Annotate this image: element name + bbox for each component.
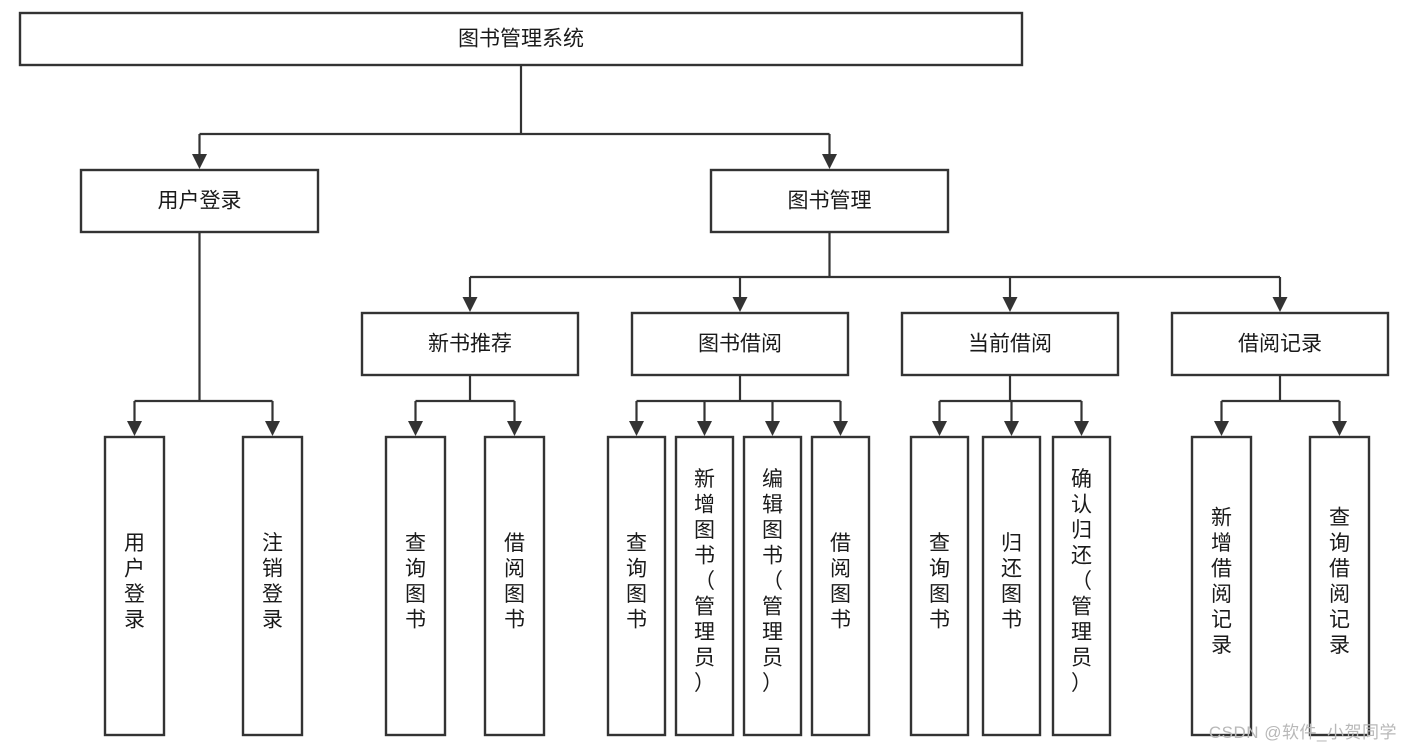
node-leaf-query-borrow-record[interactable]: 查询借阅记录	[1308, 435, 1371, 737]
arrow-head-user-login-0	[127, 421, 142, 436]
node-box-leaf-query-book-3	[909, 435, 970, 737]
node-leaf-query-book-1[interactable]: 查询图书	[384, 435, 447, 737]
node-borrow-records[interactable]: 借阅记录	[1170, 311, 1390, 377]
node-root[interactable]: 图书管理系统	[18, 11, 1024, 67]
node-leaf-borrow-book-2[interactable]: 借阅图书	[810, 435, 871, 737]
arrow-head-new-book-recommend-1	[507, 421, 522, 436]
node-label-leaf-edit-book-admin: 编辑图书（管理员）	[762, 468, 783, 695]
node-leaf-user-logout[interactable]: 注销登录	[241, 435, 304, 737]
node-label-borrow-records: 借阅记录	[1238, 333, 1322, 356]
arrow-head-book-borrow-0	[629, 421, 644, 436]
node-book-management[interactable]: 图书管理	[709, 168, 950, 234]
arrow-head-new-book-recommend-0	[408, 421, 423, 436]
arrow-head-book-borrow-2	[765, 421, 780, 436]
node-label-leaf-user-login: 用户登录	[124, 532, 145, 632]
node-label-leaf-query-book-3: 查询图书	[929, 532, 950, 632]
arrow-head-book-borrow-1	[697, 421, 712, 436]
node-label-leaf-query-book-2: 查询图书	[626, 532, 647, 632]
node-leaf-edit-book-admin[interactable]: 编辑图书（管理员）	[742, 435, 803, 737]
arrow-head-book-management-2	[1002, 297, 1018, 312]
arrow-head-book-borrow-3	[833, 421, 848, 436]
node-label-root: 图书管理系统	[458, 28, 584, 51]
node-label-leaf-return-book: 归还图书	[1001, 532, 1022, 632]
node-box-book-borrow	[630, 311, 850, 377]
node-leaf-return-book[interactable]: 归还图书	[981, 435, 1042, 737]
csdn-watermark: CSDN @软件_小贺同学	[1208, 723, 1397, 742]
node-box-new-book-recommend	[360, 311, 580, 377]
node-label-leaf-borrow-book-1: 借阅图书	[504, 532, 525, 632]
node-current-borrow[interactable]: 当前借阅	[900, 311, 1120, 377]
arrow-head-book-management-1	[732, 297, 748, 312]
node-label-leaf-add-book-admin: 新增图书（管理员）	[694, 468, 715, 695]
node-box-leaf-query-book-2	[606, 435, 667, 737]
node-box-leaf-edit-book-admin	[742, 435, 803, 737]
arrow-head-current-borrow-1	[1004, 421, 1019, 436]
node-label-leaf-borrow-book-2: 借阅图书	[830, 532, 851, 632]
arrow-head-root-1	[822, 154, 837, 169]
node-new-book-recommend[interactable]: 新书推荐	[360, 311, 580, 377]
node-box-current-borrow	[900, 311, 1120, 377]
node-box-leaf-query-borrow-record	[1308, 435, 1371, 737]
node-label-new-book-recommend: 新书推荐	[428, 333, 512, 356]
node-leaf-add-book-admin[interactable]: 新增图书（管理员）	[674, 435, 735, 737]
arrow-head-borrow-records-1	[1332, 421, 1347, 436]
node-label-leaf-query-borrow-record: 查询借阅记录	[1329, 506, 1350, 657]
node-book-borrow[interactable]: 图书借阅	[630, 311, 850, 377]
node-label-leaf-user-logout: 注销登录	[262, 532, 283, 632]
node-leaf-query-book-2[interactable]: 查询图书	[606, 435, 667, 737]
node-box-leaf-confirm-return-admin	[1051, 435, 1112, 737]
arrow-head-root-0	[192, 154, 207, 169]
node-box-leaf-return-book	[981, 435, 1042, 737]
arrow-head-borrow-records-0	[1214, 421, 1229, 436]
node-box-root	[18, 11, 1024, 67]
node-leaf-confirm-return-admin[interactable]: 确认归还（管理员）	[1051, 435, 1112, 737]
node-label-book-management: 图书管理	[788, 190, 872, 213]
node-box-leaf-borrow-book-1	[483, 435, 546, 737]
node-layer: 图书管理系统用户登录图书管理用户登录注销登录新书推荐查询图书借阅图书图书借阅查询…	[18, 11, 1390, 737]
node-box-book-management	[709, 168, 950, 234]
arrow-head-user-login-1	[265, 421, 280, 436]
node-leaf-add-borrow-record[interactable]: 新增借阅记录	[1190, 435, 1253, 737]
node-label-leaf-confirm-return-admin: 确认归还（管理员）	[1071, 468, 1092, 695]
node-label-leaf-query-book-1: 查询图书	[405, 532, 426, 632]
node-box-leaf-user-login	[103, 435, 166, 737]
node-box-borrow-records	[1170, 311, 1390, 377]
node-leaf-user-login[interactable]: 用户登录	[103, 435, 166, 737]
connector-layer	[127, 65, 1347, 436]
arrow-head-book-management-3	[1272, 297, 1288, 312]
arrow-head-current-borrow-0	[932, 421, 947, 436]
node-leaf-query-book-3[interactable]: 查询图书	[909, 435, 970, 737]
node-label-book-borrow: 图书借阅	[698, 333, 782, 356]
node-box-leaf-add-borrow-record	[1190, 435, 1253, 737]
node-box-leaf-borrow-book-2	[810, 435, 871, 737]
arrow-head-book-management-0	[462, 297, 478, 312]
node-box-leaf-user-logout	[241, 435, 304, 737]
node-box-user-login	[79, 168, 320, 234]
node-label-leaf-add-borrow-record: 新增借阅记录	[1211, 506, 1232, 657]
arrow-head-current-borrow-2	[1074, 421, 1089, 436]
node-user-login[interactable]: 用户登录	[79, 168, 320, 234]
node-label-user-login: 用户登录	[158, 190, 242, 213]
node-leaf-borrow-book-1[interactable]: 借阅图书	[483, 435, 546, 737]
node-box-leaf-query-book-1	[384, 435, 447, 737]
node-label-current-borrow: 当前借阅	[968, 333, 1052, 356]
node-box-leaf-add-book-admin	[674, 435, 735, 737]
